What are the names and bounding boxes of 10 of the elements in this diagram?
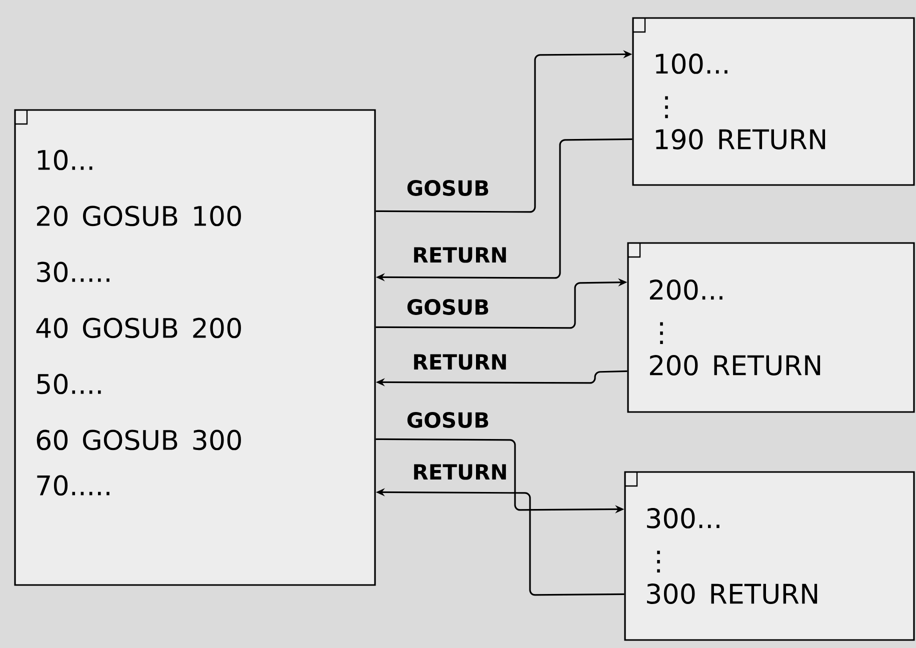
subroutine-page: 300... ⋮ 300 RETURN <box>624 471 915 641</box>
edge-label: RETURN <box>411 246 509 264</box>
edge-label: GOSUB <box>405 179 491 197</box>
edge-label: RETURN <box>411 353 509 371</box>
subroutine-page: 200... ⋮ 200 RETURN <box>627 242 915 413</box>
listing-page: 10... 20 GOSUB 100 30..... 40 GOSUB 200 50.... 60 GOSUB 300 70..... <box>14 109 376 586</box>
edge-label: GOSUB <box>405 411 491 429</box>
subroutine-page: 100... ⋮ 190 RETURN <box>632 17 915 186</box>
edge-label: RETURN <box>411 463 509 481</box>
edge-label: GOSUB <box>405 298 491 316</box>
